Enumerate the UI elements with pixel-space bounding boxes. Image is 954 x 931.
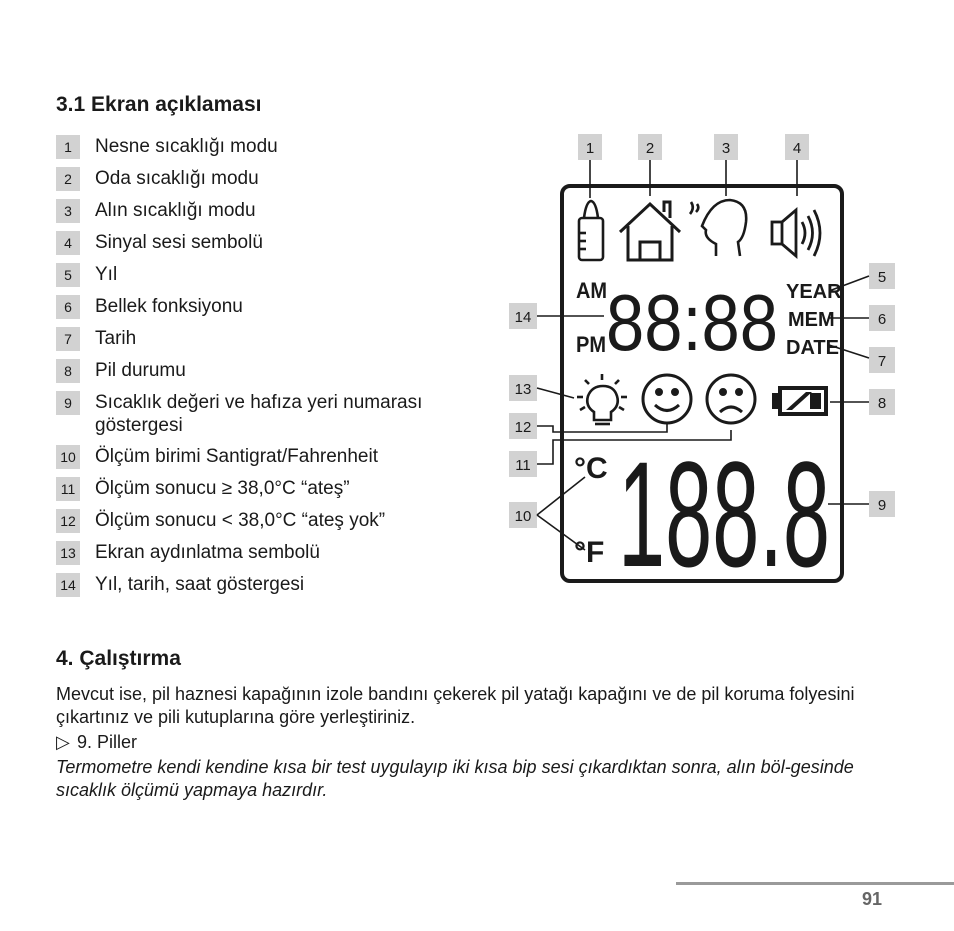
house-icon bbox=[618, 200, 682, 262]
temperature-display: 188.8 bbox=[618, 430, 830, 598]
legend-item: 2 Oda sıcaklığı modu bbox=[56, 167, 476, 191]
legend-label: Yıl bbox=[95, 264, 118, 285]
am-label: AM bbox=[576, 279, 607, 303]
legend-label: Pil durumu bbox=[95, 360, 186, 381]
bulb-icon bbox=[577, 374, 627, 426]
legend-number: 1 bbox=[56, 135, 80, 159]
fahrenheit-label: °F bbox=[574, 536, 604, 569]
reference-text: 9. Piller bbox=[77, 732, 138, 752]
callout-6: 6 bbox=[878, 311, 886, 328]
legend-item: 9 Sıcaklık değeri ve hafıza yeri numarası… bbox=[56, 391, 476, 437]
legend-label: Bellek fonksiyonu bbox=[95, 296, 243, 317]
legend-number: 4 bbox=[56, 231, 80, 255]
legend-number: 12 bbox=[56, 509, 80, 533]
legend-label: Ölçüm birimi Santigrat/Fahrenheit bbox=[95, 446, 378, 467]
legend-item: 3 Alın sıcaklığı modu bbox=[56, 199, 476, 223]
callout-9: 9 bbox=[878, 497, 886, 514]
legend-item: 8 Pil durumu bbox=[56, 359, 476, 383]
time-display: 88:88 bbox=[606, 278, 778, 367]
section-title: 3.1 Ekran açıklaması bbox=[56, 93, 262, 116]
sad-face-icon bbox=[705, 373, 757, 425]
head-icon bbox=[688, 198, 748, 257]
celsius-label: °C bbox=[574, 452, 608, 485]
legend-number: 14 bbox=[56, 573, 80, 597]
callout-2: 2 bbox=[646, 140, 654, 157]
date-label: DATE bbox=[786, 337, 839, 359]
legend-item: 10 Ölçüm birimi Santigrat/Fahrenheit bbox=[56, 445, 476, 469]
legend-number: 13 bbox=[56, 541, 80, 565]
legend-number: 6 bbox=[56, 295, 80, 319]
callout-1: 1 bbox=[586, 140, 594, 157]
legend-item: 6 Bellek fonksiyonu bbox=[56, 295, 476, 319]
callout-8: 8 bbox=[878, 395, 886, 412]
legend-item: 4 Sinyal sesi sembolü bbox=[56, 231, 476, 255]
speaker-icon bbox=[770, 206, 822, 260]
callout-7: 7 bbox=[878, 353, 886, 370]
callout-14: 14 bbox=[515, 309, 532, 326]
callout-5: 5 bbox=[878, 269, 886, 286]
callout-12: 12 bbox=[515, 419, 532, 436]
legend-label: Ekran aydınlatma sembolü bbox=[95, 542, 320, 563]
section4-title: 4. Çalıştırma bbox=[56, 647, 181, 670]
legend-number: 9 bbox=[56, 391, 80, 415]
footer-divider bbox=[676, 882, 954, 885]
legend-item: 13 Ekran aydınlatma sembolü bbox=[56, 541, 476, 565]
legend-number: 7 bbox=[56, 327, 80, 351]
callout-11: 11 bbox=[515, 457, 531, 474]
legend-label: Alın sıcaklığı modu bbox=[95, 200, 256, 221]
section4-paragraph: Mevcut ise, pil haznesi kapağının izole … bbox=[56, 684, 855, 727]
legend-number: 8 bbox=[56, 359, 80, 383]
legend-item: 5 Yıl bbox=[56, 263, 476, 287]
legend-label: Sinyal sesi sembolü bbox=[95, 232, 263, 253]
callout-10: 10 bbox=[515, 508, 532, 525]
callout-3: 3 bbox=[722, 140, 730, 157]
pm-label: PM bbox=[576, 333, 606, 357]
legend-item: 7 Tarih bbox=[56, 327, 476, 351]
triangle-icon: ▷ bbox=[56, 732, 70, 752]
legend-label: Nesne sıcaklığı modu bbox=[95, 136, 278, 157]
legend-number: 5 bbox=[56, 263, 80, 287]
battery-icon bbox=[772, 386, 828, 416]
legend-item: 14 Yıl, tarih, saat göstergesi bbox=[56, 573, 476, 597]
legend-label: Ölçüm sonucu ≥ 38,0°C “ateş” bbox=[95, 478, 350, 499]
legend-label: Ölçüm sonucu < 38,0°C “ateş yok” bbox=[95, 510, 386, 531]
legend-label: Oda sıcaklığı modu bbox=[95, 168, 259, 189]
legend-number: 2 bbox=[56, 167, 80, 191]
year-label: YEAR bbox=[786, 281, 842, 303]
legend-label: Sıcaklık değeri ve hafıza yeri numarası … bbox=[95, 392, 423, 436]
mem-label: MEM bbox=[788, 309, 835, 331]
bottle-icon bbox=[577, 199, 605, 262]
legend-list: 1 Nesne sıcaklığı modu 2 Oda sıcaklığı mod… bbox=[56, 135, 476, 605]
callout-13: 13 bbox=[515, 381, 532, 398]
legend-label: Yıl, tarih, saat göstergesi bbox=[95, 574, 305, 595]
legend-label: Tarih bbox=[95, 328, 137, 349]
legend-number: 10 bbox=[56, 445, 80, 469]
legend-item: 1 Nesne sıcaklığı modu bbox=[56, 135, 476, 159]
smiley-icon bbox=[641, 373, 693, 425]
legend-item: 12 Ölçüm sonucu < 38,0°C “ateş yok” bbox=[56, 509, 476, 533]
legend-number: 11 bbox=[56, 477, 80, 501]
page-number: 91 bbox=[862, 889, 883, 909]
callout-4: 4 bbox=[793, 140, 801, 157]
section4-reference: ▷ 9. Piller bbox=[56, 731, 906, 754]
section4-note: Termometre kendi kendine kısa bir test u… bbox=[56, 757, 854, 800]
legend-number: 3 bbox=[56, 199, 80, 223]
legend-item: 11 Ölçüm sonucu ≥ 38,0°C “ateş” bbox=[56, 477, 476, 501]
